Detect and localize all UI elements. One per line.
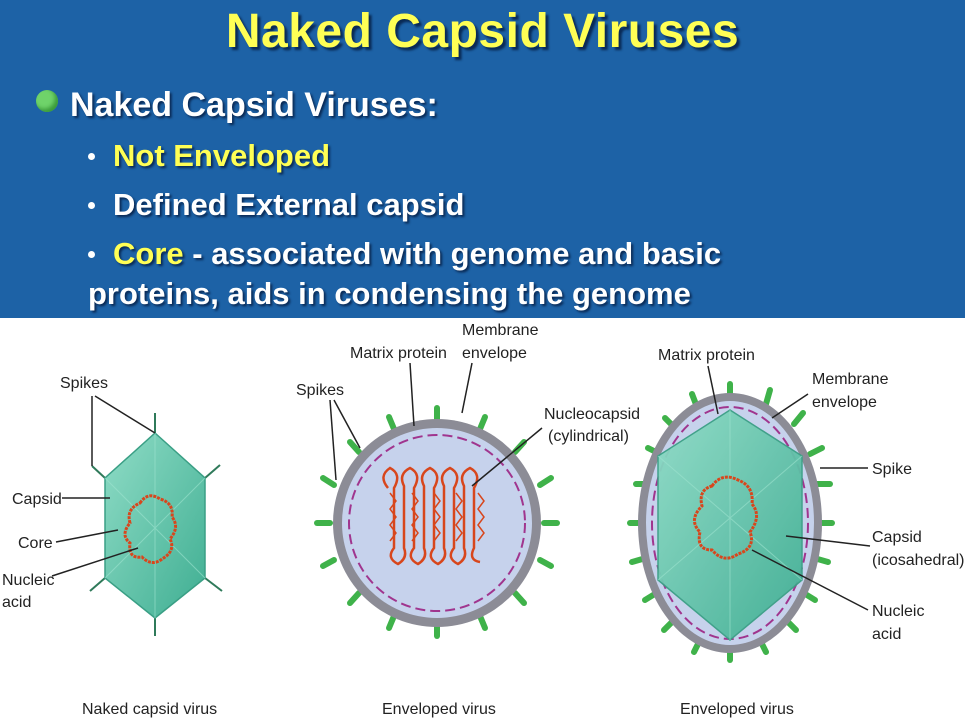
icosahedral-label-matrix: Matrix protein xyxy=(658,347,755,364)
helical-label-cylindrical: (cylindrical) xyxy=(548,428,629,445)
icosahedral-label-nucleic: Nucleic xyxy=(872,603,924,620)
helical-label-spikes: Spikes xyxy=(296,382,344,399)
naked-label-acid: acid xyxy=(2,594,31,611)
sub-bullet-1: Not Enveloped xyxy=(88,136,330,176)
bullet-dot-icon xyxy=(88,251,95,258)
bullet-dot-icon xyxy=(88,153,95,160)
helical-label-matrix: Matrix protein xyxy=(350,345,447,362)
sub-bullet-2-text: Defined External capsid xyxy=(113,187,464,222)
helical-label-envelope-text: envelope xyxy=(462,345,527,362)
enveloped-helical-virus: Membrane envelope Matrix protein Spikes … xyxy=(296,322,640,718)
helical-caption: Enveloped virus xyxy=(382,701,496,718)
slide-header: Naked Capsid Viruses Naked Capsid Viruse… xyxy=(0,0,965,318)
sub-bullet-3-line2: proteins, aids in condensing the genome xyxy=(88,276,691,311)
sub-bullet-3: Core - associated with genome and basic … xyxy=(88,234,721,314)
sub-bullet-3-highlight: Core xyxy=(113,236,184,271)
icosahedral-label-membrane: Membrane xyxy=(812,371,889,388)
icosahedral-label-capsid: Capsid xyxy=(872,529,922,546)
enveloped-icosahedral-virus: Matrix protein Membrane envelope Spike C… xyxy=(630,347,964,718)
sub-bullet-1-highlight: Not Enveloped xyxy=(113,138,330,173)
main-bullet-text: Naked Capsid Viruses: xyxy=(70,86,438,124)
helical-interior xyxy=(342,428,532,618)
bullet-dot-icon xyxy=(88,202,95,209)
sub-bullet-3-text: - associated with genome and basic xyxy=(184,236,721,271)
icosahedral-label-acid: acid xyxy=(872,626,901,643)
helical-label-nucleocapsid: Nucleocapsid xyxy=(544,406,640,423)
icosahedral-label-icosahedral: (icosahedral) xyxy=(872,552,964,569)
bullet-dot-icon xyxy=(36,90,58,112)
icosahedral-caption: Enveloped virus xyxy=(680,701,794,718)
naked-caption: Naked capsid virus xyxy=(82,701,217,718)
icosahedral-label-spike: Spike xyxy=(872,461,912,478)
slide-title: Naked Capsid Viruses xyxy=(0,4,965,59)
helical-label-membrane: Membrane xyxy=(462,322,539,339)
naked-label-core: Core xyxy=(18,535,53,552)
icosahedral-label-envelope: envelope xyxy=(812,394,877,411)
naked-label-spikes: Spikes xyxy=(60,375,108,392)
virus-diagram: Spikes Capsid Core Nucleic acid Naked ca… xyxy=(0,318,965,721)
sub-bullet-2: Defined External capsid xyxy=(88,185,464,225)
naked-label-capsid: Capsid xyxy=(12,491,62,508)
naked-capsid-virus: Spikes Capsid Core Nucleic acid Naked ca… xyxy=(2,375,222,718)
main-bullet: Naked Capsid Viruses: xyxy=(36,86,438,125)
naked-label-nucleic: Nucleic xyxy=(2,572,54,589)
